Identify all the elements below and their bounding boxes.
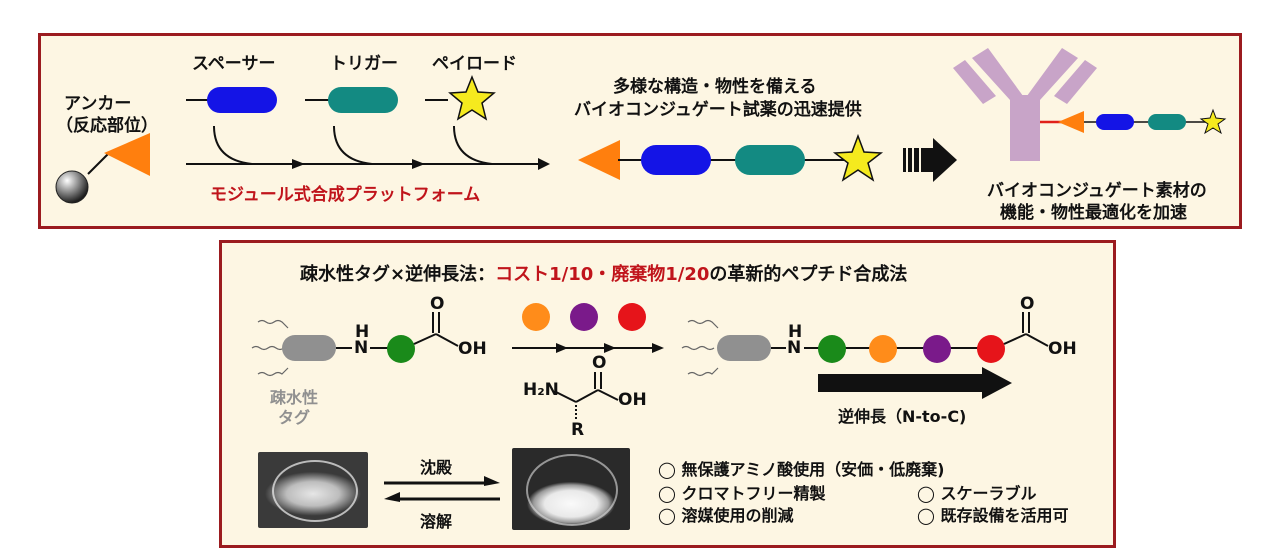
side-chain-r: R	[571, 420, 585, 440]
amino-acid-purple-icon	[923, 335, 951, 363]
feature-item: ◯ 無保護アミノ酸使用（安価・低廃棄)	[658, 460, 945, 479]
flask-rim	[272, 460, 358, 522]
platform-arrow	[186, 125, 550, 170]
result-line-1: バイオコンジュゲート素材の	[987, 181, 1207, 201]
carbonyl-oxygen: O	[430, 294, 445, 314]
assembled-reagent	[578, 133, 884, 182]
title-suffix: の革新的ペプチド合成法	[709, 264, 908, 285]
hydroxyl: OH	[458, 339, 487, 359]
amino-acid-orange-icon	[522, 303, 550, 331]
amino-acid-orange-icon	[869, 335, 897, 363]
payload-star-icon	[1199, 108, 1227, 135]
anchor-label: アンカー	[64, 94, 132, 114]
nh-nitrogen: N	[354, 338, 369, 358]
flask-rim	[526, 454, 618, 526]
result-line-2: 機能・物性最適化を加速	[1000, 203, 1187, 223]
anchor-triangle-icon	[104, 133, 150, 176]
supply-line-1: 多様な構造・物性を備える	[613, 77, 817, 97]
product-nh-hydrogen: H	[788, 322, 803, 342]
supply-line-2: バイオコンジュゲート試薬の迅速提供	[574, 100, 862, 120]
reagent-amino-acids	[512, 303, 664, 353]
title-highlight: コスト1/10・廃棄物1/20	[495, 264, 710, 285]
direction-label: 逆伸長（N-to-C)	[838, 407, 967, 426]
antibody-conjugate	[953, 48, 1227, 161]
tag-label-2: タグ	[278, 408, 311, 427]
feature-item: ◯ スケーラブル	[917, 484, 1037, 503]
resin-anchor	[55, 133, 150, 204]
aa-hydroxyl: OH	[618, 390, 647, 410]
n-to-c-arrow-icon	[818, 374, 984, 392]
platform-label: モジュール式合成プラットフォーム	[210, 185, 481, 205]
payload-star-icon	[832, 133, 884, 182]
amino-acid-green-icon	[818, 335, 846, 363]
hydrophobic-tag-icon	[282, 335, 336, 361]
amino-acid-red-icon	[618, 303, 646, 331]
product-carbonyl-oxygen: O	[1020, 294, 1035, 314]
amino-acid-red-icon	[977, 335, 1005, 363]
panel-title: 疎水性タグ×逆伸長法：コスト1/10・廃棄物1/20の革新的ペプチド合成法	[300, 260, 907, 286]
spacer-label: スペーサー	[192, 54, 276, 74]
amino-acid-green-icon	[387, 335, 415, 363]
modular-platform-panel	[38, 33, 1242, 229]
precipitated-flask-photo	[512, 448, 630, 530]
hydrophobic-tag-icon	[717, 335, 771, 361]
trigger-label: トリガー	[330, 54, 398, 74]
payload-label: ペイロード	[432, 54, 517, 74]
starting-material	[251, 312, 459, 377]
spacer-pill-icon	[1096, 114, 1134, 130]
spacer-pill-icon	[207, 87, 277, 113]
payload-module	[425, 74, 496, 121]
amino-acid-purple-icon	[570, 303, 598, 331]
anchor-sublabel: （反応部位）	[56, 116, 158, 136]
resin-bead-icon	[55, 170, 89, 204]
dissolved-flask-photo	[258, 452, 368, 528]
transition-arrow-icon	[903, 138, 957, 182]
anchor-triangle-icon	[1058, 111, 1084, 133]
antibody-icon	[953, 48, 1097, 161]
product-hydroxyl: OH	[1048, 339, 1077, 359]
amine-group: H₂N	[523, 380, 559, 400]
product-peptide	[681, 312, 1049, 399]
payload-star-icon	[448, 74, 496, 121]
trigger-pill-icon	[735, 145, 805, 175]
trigger-pill-icon	[328, 87, 398, 113]
product-nh-nitrogen: N	[787, 338, 802, 358]
feature-item: ◯ 既存設備を活用可	[917, 506, 1069, 525]
trigger-module	[305, 87, 398, 113]
feature-item: ◯ クロマトフリー精製	[658, 484, 826, 503]
amino-acid-structure	[555, 372, 619, 420]
peptide-synthesis-panel	[219, 240, 1116, 548]
tag-label-1: 疎水性	[270, 388, 319, 407]
nh-hydrogen: H	[355, 322, 370, 342]
feature-item: ◯ 溶媒使用の削減	[658, 506, 794, 525]
spacer-pill-icon	[641, 145, 711, 175]
trigger-pill-icon	[1148, 114, 1186, 130]
precipitation-label: 沈殿	[420, 458, 453, 477]
title-prefix: 疎水性タグ×逆伸長法：	[300, 264, 496, 285]
dissolution-label: 溶解	[420, 512, 453, 531]
anchor-triangle-icon	[578, 140, 620, 180]
aa-carbonyl-oxygen: O	[592, 353, 607, 373]
equilibrium-arrows	[384, 476, 500, 502]
spacer-module	[186, 87, 277, 113]
